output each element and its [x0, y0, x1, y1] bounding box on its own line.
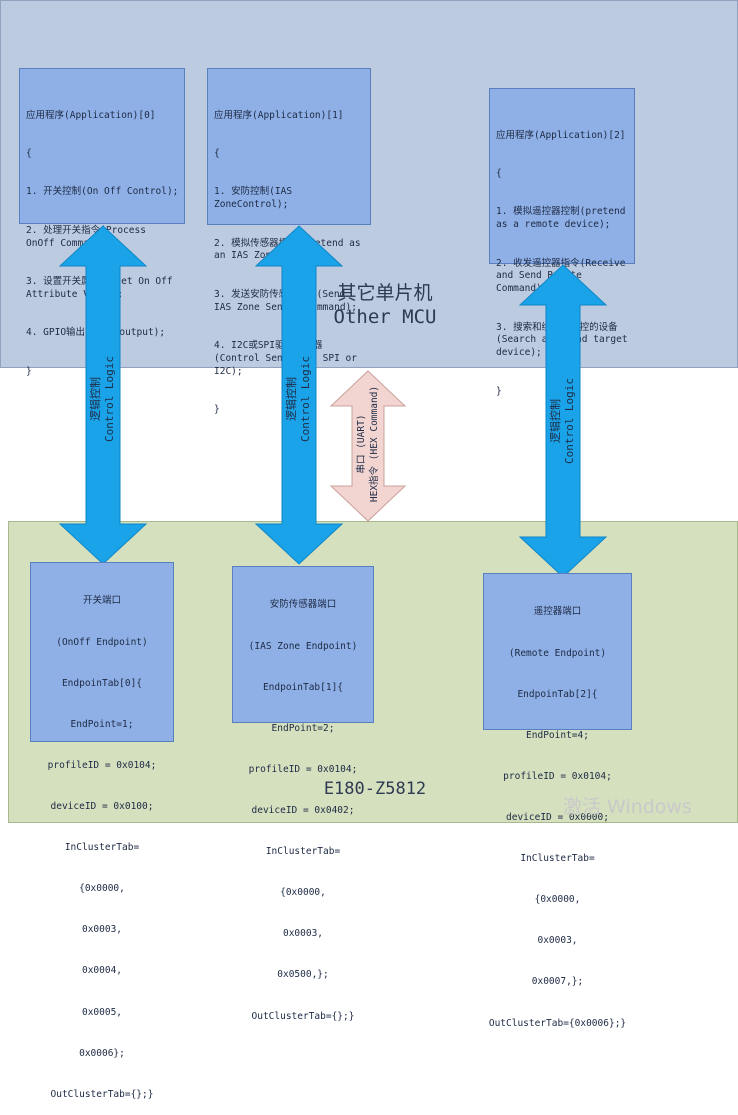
app0-line: {: [26, 147, 32, 159]
ep1-line: {0x0000,: [280, 887, 326, 899]
uart-label-cmd: HEX指令 (HEX Command): [369, 385, 380, 503]
app0-line: 1. 开关控制(On Off Control);: [26, 186, 179, 198]
control-logic-label-1: 逻辑控制 Control Logic: [285, 339, 313, 459]
ep2-line: InClusterTab=: [520, 853, 595, 865]
ep1-line: InClusterTab=: [265, 846, 341, 858]
uart-arrow: [329, 370, 407, 522]
app1-line: 1. 安防控制(IAS ZoneControl);: [214, 186, 298, 211]
uart-label-cn: 串口 (UART): [356, 414, 367, 474]
app0-line: 4. GPIO输出(GPIO output);: [26, 327, 166, 339]
ep0-line: 0x0004,: [81, 965, 123, 977]
other-mcu-title: 其它单片机 Other MCU: [300, 281, 470, 329]
ep0-line: deviceID = 0x0100;: [50, 800, 154, 812]
app2-line: {: [496, 167, 502, 179]
app0-line: 应用程序(Application)[0]: [26, 109, 156, 121]
control-logic-cn: 逻辑控制: [285, 377, 298, 421]
control-logic-cn: 逻辑控制: [549, 399, 562, 443]
ep0-line: OutClusterTab={};}: [50, 1088, 154, 1100]
module-name: E180-Z5812: [323, 779, 427, 799]
module-title: E180-Z5812: [290, 777, 460, 801]
app2-line: }: [496, 385, 502, 397]
ep1-line: (IAS Zone Endpoint): [248, 640, 358, 652]
control-logic-label-2: 逻辑控制 Control Logic: [549, 361, 577, 481]
endpoint-0-box: 开关端口 (OnOff Endpoint) EndpoinTab[0]{ End…: [30, 562, 174, 1100]
app2-line: 1. 模拟遥控器控制(pretend as a remote device);: [496, 206, 632, 231]
ep2-line: deviceID = 0x0000;: [506, 811, 609, 823]
ep2-line: {0x0000,: [534, 894, 581, 906]
ep1-line: 安防传感器端口: [269, 599, 337, 611]
control-logic-arrow-1: [254, 225, 344, 565]
app0-line: }: [26, 365, 32, 377]
ep1-line: EndPoint=2;: [271, 722, 335, 734]
app1-line: }: [214, 403, 220, 415]
application-2-box: 应用程序(Application)[2] { 1. 模拟遥控器控制(preten…: [489, 88, 635, 397]
control-logic-en: Control Logic: [299, 355, 312, 443]
ep0-line: (OnOff Endpoint): [56, 636, 148, 648]
ep2-line: 0x0003,: [537, 935, 578, 947]
ep0-line: 开关端口: [82, 595, 121, 607]
ep0-line: 0x0003,: [81, 924, 123, 936]
mcu-title-en: Other MCU: [333, 306, 437, 328]
app1-line: 应用程序(Application)[1]: [214, 109, 344, 121]
ep1-line: profileID = 0x0104;: [248, 763, 358, 775]
ep1-line: deviceID = 0x0402;: [251, 804, 355, 816]
ep2-line: (Remote Endpoint): [508, 647, 607, 659]
ep1-line: 0x0500,};: [277, 969, 329, 981]
application-1-box: 应用程序(Application)[1] { 1. 安防控制(IAS ZoneC…: [207, 68, 371, 415]
ep2-line: 遥控器端口: [533, 606, 582, 618]
ep0-line: {0x0000,: [79, 883, 125, 895]
ep1-line: OutClusterTab={};}: [251, 1010, 355, 1022]
control-logic-en: Control Logic: [103, 355, 116, 443]
uart-label: 串口 (UART) HEX指令 (HEX Command): [355, 374, 381, 514]
app1-line: {: [214, 147, 220, 159]
ep0-line: InClusterTab=: [64, 842, 140, 854]
ep0-line: EndPoint=1;: [70, 718, 134, 730]
app2-line: 应用程序(Application)[2]: [496, 129, 626, 141]
endpoint-1-box: 安防传感器端口 (IAS Zone Endpoint) EndpoinTab[1…: [232, 566, 374, 1022]
ep1-line: 0x0003,: [282, 928, 324, 940]
mcu-title-cn: 其它单片机: [337, 282, 433, 304]
ep0-line: profileID = 0x0104;: [47, 759, 157, 771]
windows-activation-watermark: 激活 Windows: [563, 796, 692, 818]
ep0-line: 0x0005,: [81, 1006, 123, 1018]
ep2-line: 0x0007,};: [531, 976, 584, 988]
ep2-line: OutClusterTab={0x0006};}: [488, 1017, 627, 1029]
control-logic-cn: 逻辑控制: [89, 377, 102, 421]
ep0-line: 0x0006};: [79, 1047, 125, 1059]
ep0-line: EndpoinTab[0]{: [61, 677, 143, 689]
control-logic-en: Control Logic: [563, 377, 576, 465]
ep2-line: EndPoint=4;: [526, 729, 589, 741]
application-0-box: 应用程序(Application)[0] { 1. 开关控制(On Off Co…: [19, 68, 185, 377]
ep2-line: EndpoinTab[2]{: [517, 688, 598, 700]
ep2-line: profileID = 0x0104;: [503, 770, 612, 782]
control-logic-label-0: 逻辑控制 Control Logic: [89, 339, 117, 459]
endpoint-2-box: 遥控器端口 (Remote Endpoint) EndpoinTab[2]{ E…: [483, 573, 632, 1029]
ep1-line: EndpoinTab[1]{: [262, 681, 344, 693]
